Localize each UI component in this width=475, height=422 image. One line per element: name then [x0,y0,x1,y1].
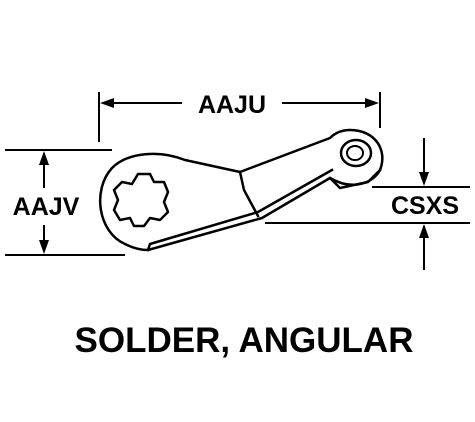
aaju-label: AAJU [198,91,266,119]
solder-lug-body [99,128,384,252]
csxs-label: CSXS [391,192,459,220]
eye-hole [339,138,373,168]
dimension-aaju: AAJU [98,91,381,142]
dimension-aajv: AAJV [5,149,125,256]
splined-hole [112,172,170,228]
part-caption: SOLDER, ANGULAR [75,321,414,360]
aaju-arrow-left [100,98,114,108]
aajv-arrow-bottom [39,240,49,254]
csxs-arrow-top [419,172,429,186]
csxs-arrow-bottom [419,224,429,238]
aajv-arrow-top [39,151,49,165]
dimension-csxs: CSXS [265,138,470,270]
aaju-arrow-right [365,98,379,108]
aajv-label: AAJV [13,193,80,221]
